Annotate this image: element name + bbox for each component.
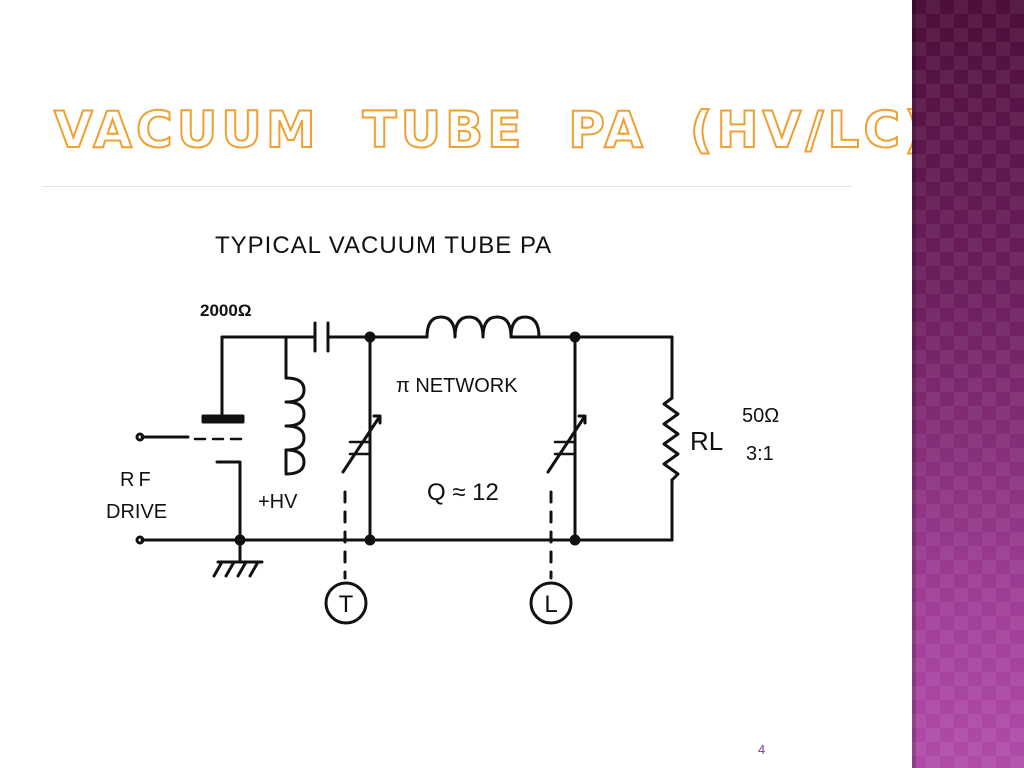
rf-label: RF (120, 469, 155, 491)
load-capacitor-arrow (546, 414, 587, 474)
q-label: Q ≈ 12 (427, 479, 499, 506)
node-ground-tune (364, 534, 376, 546)
sidebar-pattern (912, 0, 1024, 768)
tune-capacitor-arrow (341, 414, 382, 474)
node-top-load (569, 331, 581, 343)
ground-symbol (212, 538, 264, 578)
diagram-heading: TYPICAL VACUUM TUBE PA (215, 232, 552, 259)
tube-cathode (215, 460, 242, 542)
drive-label: DRIVE (106, 501, 167, 523)
decorative-sidebar (912, 0, 1024, 768)
load-impedance-label: 50Ω (742, 405, 779, 427)
load-knob (529, 581, 573, 625)
series-inductor (425, 315, 541, 339)
sidebar-edge (912, 0, 916, 768)
rf-choke (284, 376, 306, 476)
network-label: π NETWORK (396, 375, 518, 397)
plate-impedance-label: 2000Ω (200, 301, 251, 320)
node-ground-load (569, 534, 581, 546)
node-top-tune (364, 331, 376, 343)
rf-input-bottom-terminal (135, 535, 145, 545)
tune-knob-label: T (339, 591, 354, 618)
load-knob-label: L (544, 591, 557, 618)
load-resistor (662, 396, 680, 482)
rf-input-top-terminal (135, 432, 145, 442)
title-divider (42, 186, 852, 187)
tube-plate (201, 414, 245, 424)
slide: VACUUM TUBE PA (HV/LC) TYPICAL VACUUM TU… (42, 100, 928, 757)
tune-knob (324, 581, 368, 625)
hv-label: +HV (258, 491, 298, 513)
slide-title: VACUUM TUBE PA (HV/LC) (53, 100, 931, 160)
load-resistor-label: RL (690, 426, 723, 456)
load-ratio-label: 3:1 (746, 443, 774, 465)
coupling-capacitor (313, 321, 330, 353)
page-number: 4 (758, 742, 766, 757)
circuit-diagram: TYPICAL VACUUM TUBE PA (106, 232, 779, 625)
